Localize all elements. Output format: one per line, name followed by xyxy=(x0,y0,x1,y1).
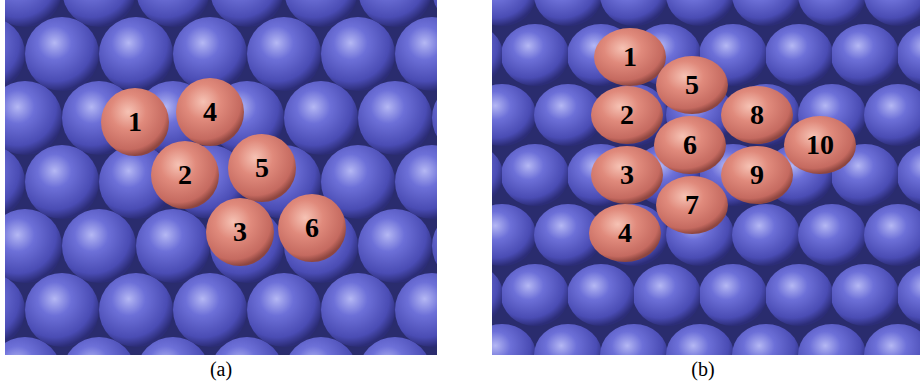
atom-number: 5 xyxy=(685,71,699,99)
atom-number: 10 xyxy=(806,131,834,159)
atom-number: 8 xyxy=(750,101,764,129)
adatom-sphere: 5 xyxy=(656,56,728,114)
atom-number: 1 xyxy=(128,108,142,136)
atom-number: 3 xyxy=(233,218,247,246)
atom-number: 5 xyxy=(255,154,269,182)
atom-number: 4 xyxy=(203,98,217,126)
atom-number: 7 xyxy=(685,191,699,219)
adatom-sphere: 2 xyxy=(591,86,663,144)
surface-lattice xyxy=(492,0,920,355)
adatom-sphere: 6 xyxy=(278,194,346,262)
atom-number: 6 xyxy=(305,214,319,242)
adatom-sphere: 4 xyxy=(589,204,661,262)
adatom-sphere: 5 xyxy=(228,134,296,202)
atom-number: 9 xyxy=(750,161,764,189)
atom-number: 3 xyxy=(620,161,634,189)
adatom-sphere: 8 xyxy=(721,86,793,144)
adatom-sphere: 1 xyxy=(101,88,169,156)
atom-number: 6 xyxy=(683,131,697,159)
adatom-sphere: 9 xyxy=(721,146,793,204)
adatom-sphere: 1 xyxy=(594,28,666,86)
adatom-sphere: 3 xyxy=(206,198,274,266)
atom-number: 2 xyxy=(620,101,634,129)
adatom-sphere: 6 xyxy=(654,116,726,174)
adatom-sphere: 4 xyxy=(176,78,244,146)
adatom-sphere: 7 xyxy=(656,176,728,234)
atom-number: 4 xyxy=(618,219,632,247)
adatom-sphere: 3 xyxy=(591,146,663,204)
surface-lattice xyxy=(5,0,437,355)
adatom-sphere: 2 xyxy=(151,141,219,209)
panel-label: (a) xyxy=(210,358,232,381)
adatom-sphere: 10 xyxy=(784,116,856,174)
panel-label: (b) xyxy=(691,358,714,381)
atom-number: 1 xyxy=(623,43,637,71)
atom-number: 2 xyxy=(178,161,192,189)
